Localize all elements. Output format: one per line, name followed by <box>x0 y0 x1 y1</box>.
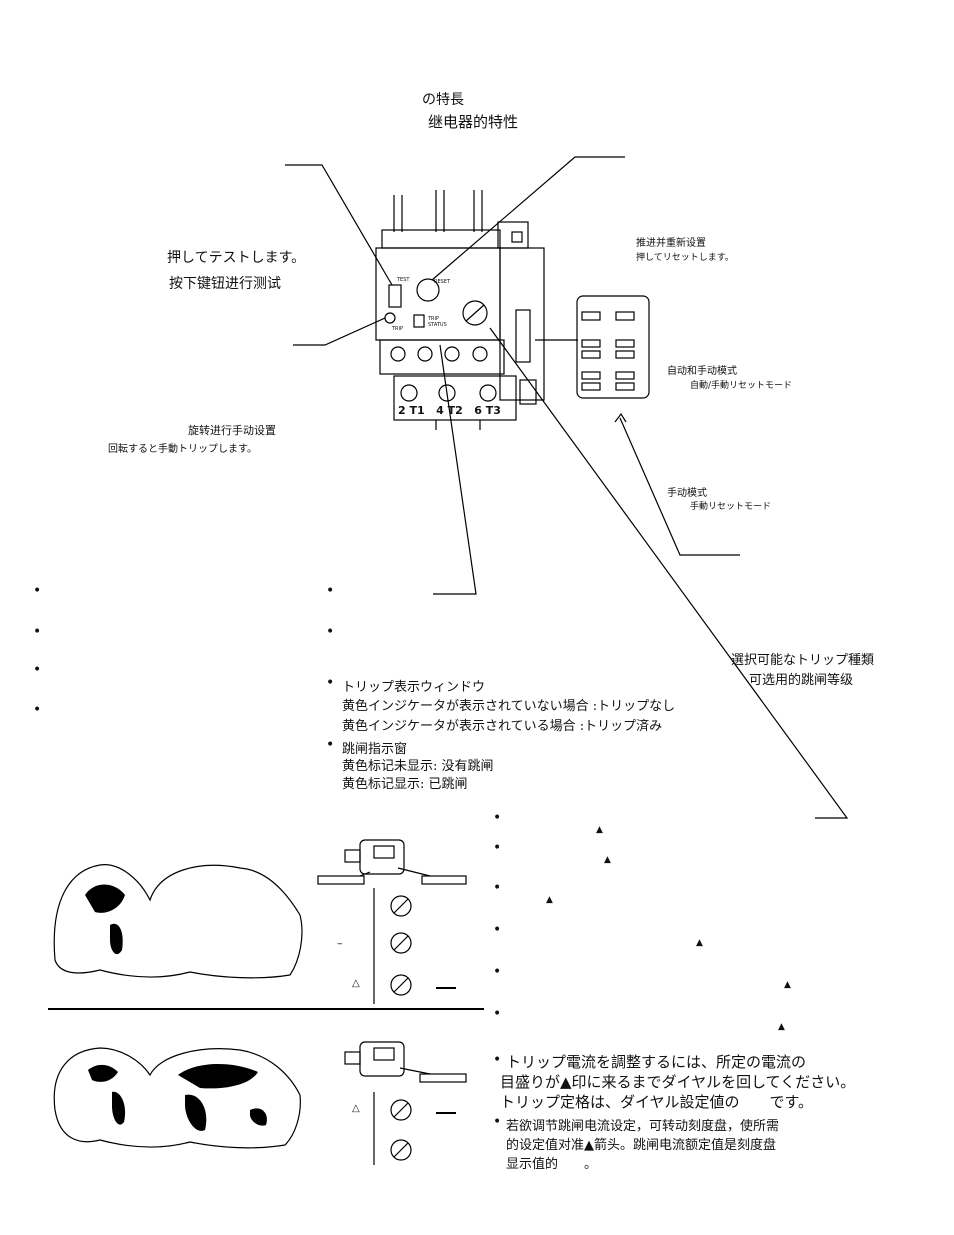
reset-button-ja: 押してリセットします。 <box>636 253 734 263</box>
trip-window-ja-title: トリップ表示ウィンドウ <box>342 680 486 695</box>
bullet-marker: • <box>326 675 335 691</box>
bullet-marker: • <box>33 702 42 718</box>
open-triangle-marker: △ <box>352 978 360 989</box>
bullet-marker: • <box>493 1114 502 1130</box>
manual-trip-zh: 旋转进行手动设置 <box>188 424 276 437</box>
test-button-ja: 押してテストします。 <box>167 250 306 266</box>
bullet-marker: • <box>493 1052 502 1068</box>
adjust-zh-line1: 若欲调节跳闸电流设定，可转动刻度盘，使所需 <box>506 1119 780 1134</box>
arrow-marker: ▲ <box>596 825 603 835</box>
trip-window-ja-line1: 黄色インジケータが表示されていない場合 :トリップなし <box>342 699 676 714</box>
open-triangle-marker: △ <box>352 1103 360 1114</box>
bullet-marker: • <box>326 583 335 599</box>
adjust-ja-line1: トリップ電流を調整するには、所定の電流の <box>506 1053 807 1071</box>
bullet-marker: • <box>493 922 502 938</box>
dash-marker: – <box>337 937 343 950</box>
bullet-marker: • <box>493 964 502 980</box>
trip-window-ja-line2: 黄色インジケータが表示されている場合 :トリップ済み <box>342 719 663 734</box>
reset-button-zh: 推进并重新设置 <box>636 238 706 249</box>
bullet-marker: • <box>326 624 335 640</box>
trip-window-zh-line2: 黄色标记显示: 已跳闸 <box>342 777 468 792</box>
trip-window-zh-line1: 黄色标记未显示: 没有跳闸 <box>342 759 494 774</box>
manual-mode-zh: 手动模式 <box>667 488 707 499</box>
title-chinese: 继电器的特性 <box>428 113 519 131</box>
reset-label: RESET <box>434 279 451 285</box>
trip-status-label: TRIP STATUS <box>428 316 447 328</box>
terminal-labels: 2 T1 4 T2 6 T3 <box>398 404 501 417</box>
adjust-ja-line2: 目盛りが▲印に来るまでダイヤルを回してください。 <box>500 1073 856 1091</box>
arrow-marker: ▲ <box>604 855 611 865</box>
adjust-zh-line2: 的设定值对准▲箭头。跳闸电流额定值是刻度盘 <box>506 1138 776 1153</box>
bullet-marker: • <box>493 840 502 856</box>
test-button-zh: 按下键钮进行测试 <box>169 276 281 292</box>
adjust-ja-line3: トリップ定格は、ダイヤル設定値の です。 <box>500 1093 814 1111</box>
bullet-marker: • <box>493 880 502 896</box>
bullet-marker: • <box>493 810 502 826</box>
title-japanese: の特長 <box>422 92 464 108</box>
auto-manual-mode-ja: 自動/手動リセットモード <box>690 381 793 391</box>
manual-mode-ja: 手動リセットモード <box>690 502 772 512</box>
adjust-zh-line3: 显示值的 。 <box>506 1157 598 1172</box>
test-label: TEST <box>397 277 410 283</box>
bullet-marker: • <box>33 624 42 640</box>
auto-manual-mode-zh: 自动和手动模式 <box>667 366 737 377</box>
trip-class-zh: 可选用的跳闸等级 <box>749 673 854 688</box>
bullet-marker: • <box>33 662 42 678</box>
arrow-marker: ▲ <box>546 895 553 905</box>
bullet-marker: • <box>326 737 335 753</box>
arrow-marker: ▲ <box>696 938 703 948</box>
manual-trip-ja: 回転すると手動トリップします。 <box>108 444 257 455</box>
trip-window-zh-title: 跳闸指示窗 <box>342 742 408 757</box>
arrow-marker: ▲ <box>778 1022 785 1032</box>
arrow-marker: ▲ <box>784 980 791 990</box>
bullet-marker: • <box>493 1006 502 1022</box>
trip-class-ja: 選択可能なトリップ種類 <box>731 653 875 668</box>
bullet-marker: • <box>33 583 42 599</box>
trip-label: TRIP <box>392 326 404 332</box>
